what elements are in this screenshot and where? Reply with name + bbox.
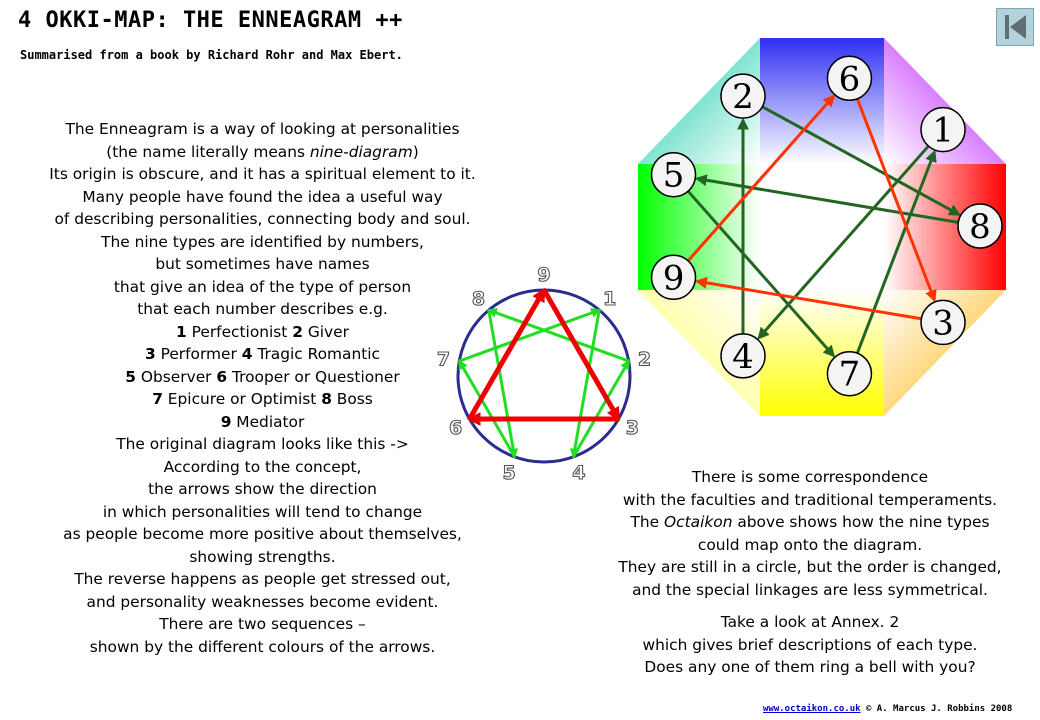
- text-line: with the faculties and traditional tempe…: [622, 490, 998, 509]
- text-line: There is some correspondence: [691, 468, 929, 486]
- enneagram-label: 3: [626, 417, 639, 439]
- triangle-arrow: [467, 287, 547, 421]
- type-number: 4: [732, 337, 754, 377]
- text-line: The nine types are identified by numbers…: [101, 232, 424, 251]
- page-subtitle: Summarised from a book by Richard Rohr a…: [20, 48, 403, 62]
- type-number: 2: [732, 77, 754, 117]
- text-line: in which personalities will tend to chan…: [102, 502, 423, 521]
- text-line: of describing personalities, connecting …: [54, 210, 471, 228]
- text-line: According to the concept,: [163, 457, 362, 476]
- type-number: 8: [969, 207, 991, 247]
- emphasis: nine-diagram: [309, 142, 413, 161]
- copyright: © A. Marcus J. Robbins 2008: [860, 704, 1013, 714]
- hexad-arrow: [486, 308, 630, 363]
- page-title: 4 OKKI-MAP: THE ENNEAGRAM ++: [18, 8, 403, 33]
- type-node: [650, 151, 697, 198]
- type-number: 3: [932, 303, 954, 343]
- text-line: The Enneagram is a way of looking at per…: [65, 120, 460, 138]
- enneagram-label: 6: [449, 417, 462, 439]
- type-number: 1: [932, 111, 954, 151]
- text-line: The reverse happens as people get stress…: [74, 570, 451, 588]
- octaikon-arrow: [694, 174, 959, 224]
- type-node: [920, 299, 966, 346]
- enneagram-label: 5: [502, 462, 515, 484]
- text-line: The original diagram looks like this ->: [116, 435, 409, 453]
- text-line: which gives brief descriptions of each t…: [642, 635, 978, 654]
- text-line: Many people have found the idea a useful…: [82, 187, 443, 206]
- text-line: They are still in a circle, but the orde…: [618, 558, 1002, 576]
- enneagram-label: 4: [572, 462, 585, 484]
- text-line: showing strengths.: [189, 547, 336, 566]
- octaikon-panel: [884, 164, 1006, 290]
- text-line: and the special linkages are less symmet…: [632, 580, 988, 599]
- type-node: [650, 254, 697, 301]
- enneagram-label: 9: [537, 264, 550, 286]
- type-node: [720, 73, 766, 119]
- enneagram-label: 2: [638, 348, 651, 370]
- text-line: could map onto the diagram.: [697, 535, 923, 554]
- enneagram-label: 1: [603, 288, 616, 310]
- type-number: 7: [839, 355, 861, 395]
- hexad-arrow: [487, 309, 519, 459]
- triangle-arrow: [541, 288, 621, 422]
- hexad-arrow: [458, 308, 602, 363]
- type-number: 6: [839, 59, 861, 99]
- text-line: that give an idea of the type of person: [113, 277, 412, 296]
- type-node: [826, 350, 873, 397]
- text-line: the arrows show the direction: [148, 480, 377, 498]
- octaikon-arrow: [761, 105, 962, 216]
- octaikon-panel: [638, 290, 760, 416]
- octaikon-arrow: [757, 145, 930, 340]
- text-line: The Octaikon above shows how the nine ty…: [630, 513, 990, 531]
- enneagram-circle: [456, 288, 632, 464]
- enneagram-label: 7: [437, 348, 450, 370]
- hexad-arrow: [458, 359, 516, 458]
- octaikon-diagram: 6 1 8 3 7 4 9 5 2: [638, 38, 1006, 416]
- octaikon-panel: [760, 38, 884, 164]
- skip-back-icon: [1005, 15, 1026, 39]
- octaikon-center-glow: [760, 164, 884, 290]
- enneagram-diagram: 9 1 2 3 4 5 6 7 8: [436, 263, 651, 484]
- type-line: 5 Observer 6 Trooper or Questioner: [125, 367, 400, 386]
- enneagram-label: 8: [472, 288, 485, 310]
- type-line: 7 Epicure or Optimist 8 Boss: [152, 390, 373, 408]
- intro-text: The Enneagram is a way of looking at per…: [10, 118, 515, 658]
- text-line: (the name literally means nine-diagram): [106, 142, 419, 161]
- octaikon-arrow: [855, 149, 937, 354]
- text-line: Take a look at Annex. 2: [720, 613, 900, 631]
- text-line: and personality weaknesses become eviden…: [86, 592, 439, 611]
- type-line: 9 Mediator: [220, 412, 305, 431]
- octaikon-panel: [884, 290, 1006, 416]
- type-node: [826, 55, 873, 102]
- hexad-arrow: [569, 309, 601, 459]
- type-number: 5: [663, 156, 685, 196]
- hexad-arrow: [572, 359, 630, 458]
- back-button[interactable]: [996, 8, 1034, 46]
- text-line: There are two sequences –: [159, 615, 366, 633]
- octaikon-arrow: [686, 190, 836, 358]
- type-node: [920, 106, 966, 153]
- emphasis: Octaikon: [664, 513, 733, 531]
- website-link[interactable]: www.octaikon.co.uk: [763, 704, 861, 714]
- text-line: as people become more positive about the…: [63, 525, 462, 543]
- type-node: [957, 203, 1003, 249]
- octaikon-panel: [638, 38, 760, 164]
- text-line: that each number describes e.g.: [137, 300, 388, 318]
- octaikon-arrow: [686, 94, 836, 262]
- text-line: Does any one of them ring a bell with yo…: [644, 658, 976, 676]
- octaikon-text: There is some correspondence with the fa…: [585, 466, 1035, 679]
- type-line: 1 Perfectionist 2 Giver: [176, 322, 349, 341]
- octaikon-arrow: [855, 98, 937, 303]
- text-line: but sometimes have names: [155, 255, 370, 273]
- octaikon-arrow: [694, 276, 922, 321]
- text-line: Its origin is obscure, and it has a spir…: [49, 165, 476, 183]
- octaikon-panel: [884, 38, 1006, 164]
- type-number: 9: [663, 258, 685, 298]
- type-line: 3 Performer 4 Tragic Romantic: [145, 345, 380, 363]
- type-node: [720, 333, 766, 379]
- text-line: shown by the different colours of the ar…: [89, 637, 436, 656]
- footer: www.octaikon.co.uk © A. Marcus J. Robbin…: [763, 704, 1012, 714]
